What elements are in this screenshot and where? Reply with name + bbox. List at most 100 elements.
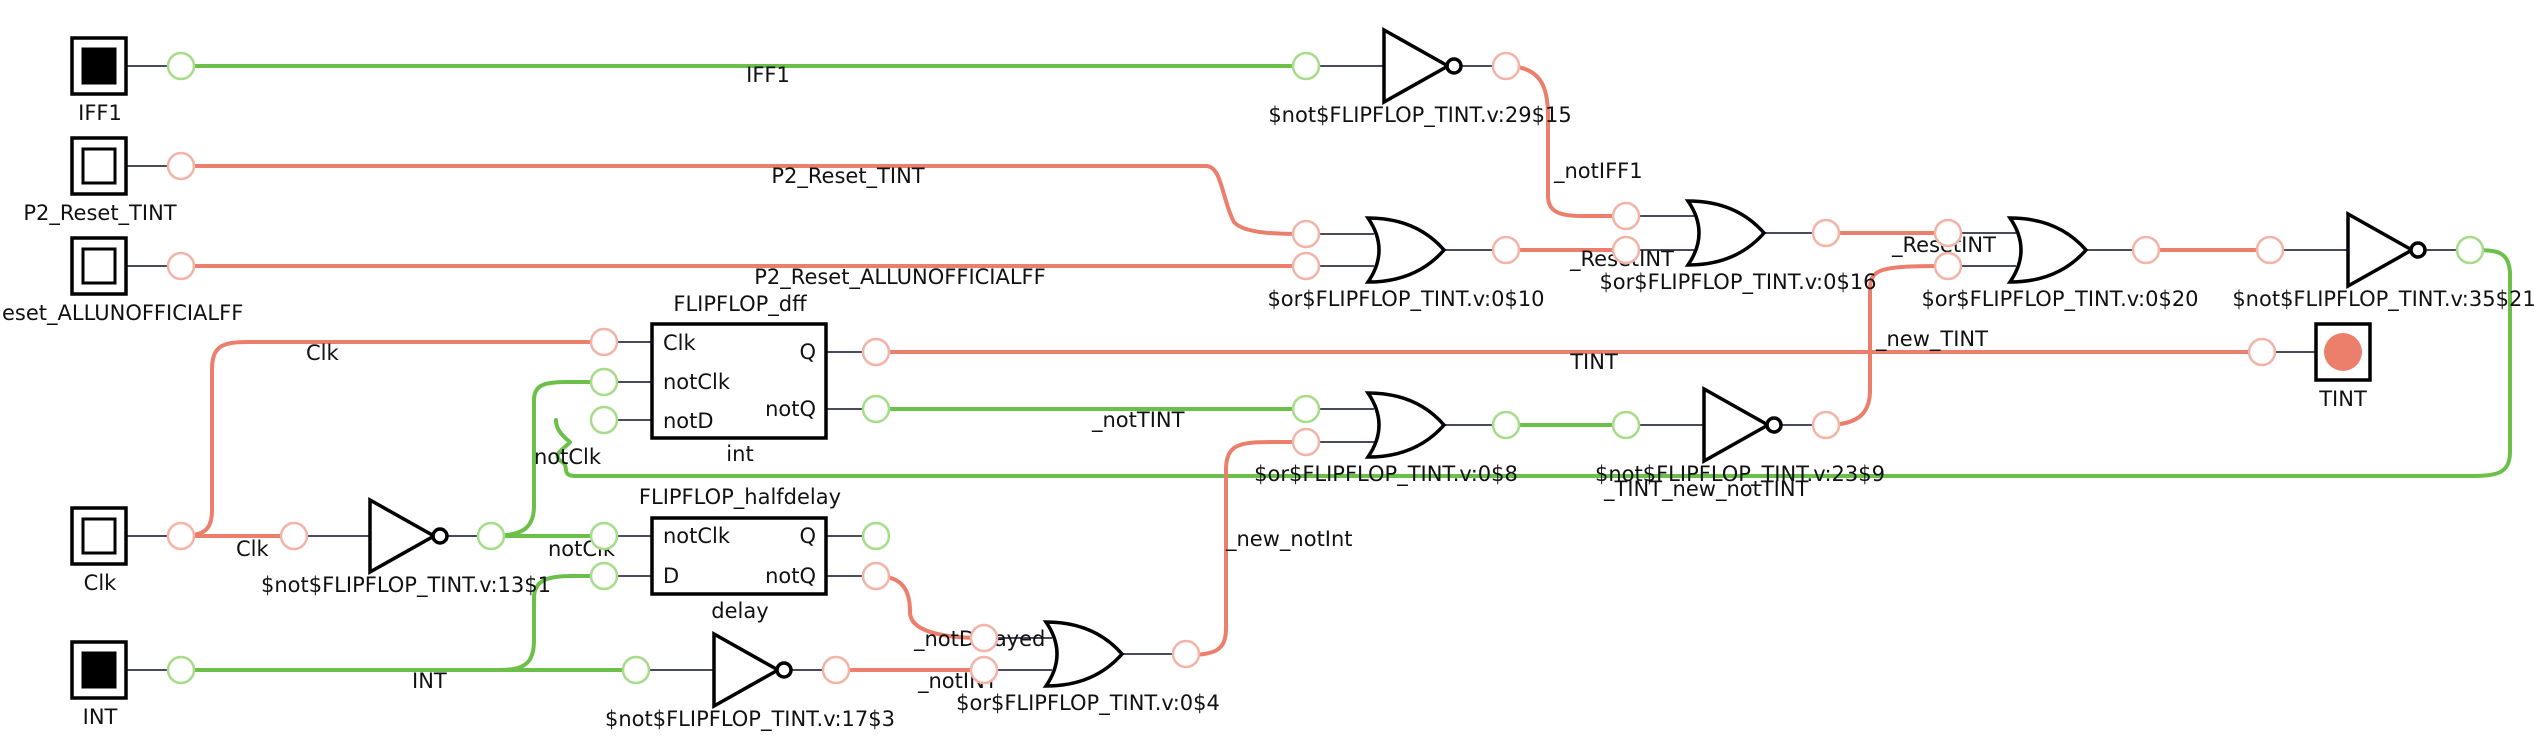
port-circle[interactable] xyxy=(1491,410,1521,440)
port-circle[interactable] xyxy=(166,655,196,685)
net-label-TINT: TINT xyxy=(1569,350,1618,374)
port-circle[interactable] xyxy=(1933,251,1963,281)
port-circle[interactable] xyxy=(166,151,196,181)
not-gate-15[interactable]: $not$FLIPFLOP_TINT.v:29$15 xyxy=(1268,27,1572,128)
port-circle[interactable] xyxy=(1811,218,1841,248)
cell-port-dff-Clk: Clk xyxy=(663,331,696,355)
wire-new_TINT[interactable] xyxy=(1824,264,1950,427)
ports xyxy=(166,51,2485,685)
port-circle[interactable] xyxy=(1611,235,1641,265)
port-circle[interactable] xyxy=(969,623,999,653)
not-gates: $not$FLIPFLOP_TINT.v:29$15 $not$FLIPFLOP… xyxy=(261,27,2536,732)
output-lamp-TINT xyxy=(2324,333,2362,371)
port-circle[interactable] xyxy=(589,327,619,357)
cell-port-halfdelay-Q: Q xyxy=(799,524,816,548)
or-gate-16[interactable]: $or$FLIPFLOP_TINT.v:0$16 xyxy=(1599,199,1877,295)
input-pin-P2_Reset_TINT[interactable]: P2_Reset_TINT xyxy=(23,136,177,226)
or-gate-10[interactable]: $or$FLIPFLOP_TINT.v:0$10 xyxy=(1267,216,1545,312)
gate-label-not3: $not$FLIPFLOP_TINT.v:17$3 xyxy=(605,707,895,732)
wires xyxy=(179,64,2512,672)
input-pins: IFF1 P2_Reset_TINT eset_ALLUNOFFICIALFF … xyxy=(2,36,243,729)
port-circle[interactable] xyxy=(1933,218,1963,248)
wire-notClk[interactable] xyxy=(489,380,606,538)
cell-title-dff: FLIPFLOP_dff xyxy=(673,292,807,317)
cell-instance-dff: int xyxy=(726,442,753,466)
input-pin-Clk[interactable]: Clk xyxy=(70,506,128,595)
gate-label-or8: $or$FLIPFLOP_TINT.v:0$8 xyxy=(1254,462,1518,487)
net-label-notIFF1: _notIFF1 xyxy=(1553,159,1643,184)
net-label-new_TINT: _new_TINT xyxy=(1875,327,1988,352)
wire-notTINT-feedback[interactable] xyxy=(554,248,2512,478)
gate-label-or16: $or$FLIPFLOP_TINT.v:0$16 xyxy=(1599,270,1876,295)
port-circle[interactable] xyxy=(589,561,619,591)
port-circle[interactable] xyxy=(2255,235,2285,265)
port-circle[interactable] xyxy=(821,655,851,685)
not-gate-21[interactable]: $not$FLIPFLOP_TINT.v:35$21 xyxy=(2232,211,2536,312)
gate-label-or10: $or$FLIPFLOP_TINT.v:0$10 xyxy=(1267,287,1544,312)
wire-new_notInt[interactable] xyxy=(1184,440,1308,657)
port-circle[interactable] xyxy=(621,655,651,685)
input-pin-INT[interactable]: INT xyxy=(70,640,128,729)
or-gate-4[interactable]: $or$FLIPFLOP_TINT.v:0$4 xyxy=(956,620,1220,716)
net-label-notTINT: _notTINT xyxy=(1091,408,1185,433)
output-label-TINT: TINT xyxy=(2318,387,2367,411)
port-circle[interactable] xyxy=(589,521,619,551)
port-circle[interactable] xyxy=(1611,201,1641,231)
net-labels: IFF1 P2_Reset_TINT P2_Reset_ALLUNOFFICIA… xyxy=(236,63,1996,694)
cell-port-halfdelay-D: D xyxy=(663,564,679,588)
port-circle[interactable] xyxy=(2455,235,2485,265)
port-circle[interactable] xyxy=(1291,394,1321,424)
port-circle[interactable] xyxy=(1491,235,1521,265)
port-circle[interactable] xyxy=(861,337,891,367)
port-circle[interactable] xyxy=(166,51,196,81)
or-gate-20[interactable]: $or$FLIPFLOP_TINT.v:0$20 xyxy=(1921,216,2199,312)
port-circle[interactable] xyxy=(2131,235,2161,265)
wire-Clk[interactable] xyxy=(179,340,606,538)
net-label-Clk: Clk xyxy=(306,341,339,365)
gate-label-or4: $or$FLIPFLOP_TINT.v:0$4 xyxy=(956,691,1220,716)
input-label-INT: INT xyxy=(83,705,118,729)
port-circle[interactable] xyxy=(476,521,506,551)
cell-FLIPFLOP_dff[interactable]: FLIPFLOP_dff Clk notClk notD Q notQ int xyxy=(650,292,828,466)
net-label-notClk: notClk xyxy=(534,445,602,469)
port-circle[interactable] xyxy=(1491,51,1521,81)
wire-notIFF1[interactable] xyxy=(1504,64,1628,218)
not-gate-1[interactable]: $not$FLIPFLOP_TINT.v:13$1 xyxy=(261,497,551,598)
not-gate-9[interactable]: $not$FLIPFLOP_TINT.v:23$9 xyxy=(1595,386,1885,487)
port-circle[interactable] xyxy=(1291,251,1321,281)
or-gate-8[interactable]: $or$FLIPFLOP_TINT.v:0$8 xyxy=(1254,391,1518,487)
output-pin-TINT: TINT xyxy=(2314,322,2372,411)
port-circle[interactable] xyxy=(1611,410,1641,440)
port-circle[interactable] xyxy=(1171,639,1201,669)
port-circle[interactable] xyxy=(861,521,891,551)
gate-label-not21: $not$FLIPFLOP_TINT.v:35$21 xyxy=(2232,287,2535,312)
gate-label-or20: $or$FLIPFLOP_TINT.v:0$20 xyxy=(1921,287,2198,312)
or-gates: $or$FLIPFLOP_TINT.v:0$10 $or$FLIPFLOP_TI… xyxy=(956,199,2199,716)
port-circle[interactable] xyxy=(1291,219,1321,249)
wire-INT-to-D[interactable] xyxy=(498,574,606,672)
input-pin-P2_Reset_ALLUNOFFICIALFF[interactable]: eset_ALLUNOFFICIALFF xyxy=(2,236,243,326)
port-circle[interactable] xyxy=(589,405,619,435)
net-label-P2_Reset_TINT: P2_Reset_TINT xyxy=(771,164,924,189)
port-circle[interactable] xyxy=(166,521,196,551)
wire-notDelayed[interactable] xyxy=(874,574,986,640)
input-label-P2_Reset_TINT: P2_Reset_TINT xyxy=(23,201,176,226)
port-circle[interactable] xyxy=(861,561,891,591)
port-circle[interactable] xyxy=(589,367,619,397)
cell-FLIPFLOP_halfdelay[interactable]: FLIPFLOP_halfdelay notClk D Q notQ delay xyxy=(639,485,841,623)
wire-P2_Reset_TINT[interactable] xyxy=(179,164,1308,236)
input-pin-IFF1[interactable]: IFF1 xyxy=(70,36,128,125)
port-circle[interactable] xyxy=(969,655,999,685)
cell-port-halfdelay-notQ: notQ xyxy=(765,564,816,588)
port-circle[interactable] xyxy=(1291,427,1321,457)
port-circle[interactable] xyxy=(861,394,891,424)
port-circle[interactable] xyxy=(2247,337,2277,367)
net-label-TINT_new_notTINT: _TINT_new_notTINT xyxy=(1603,477,1809,502)
port-circle[interactable] xyxy=(279,521,309,551)
port-circle[interactable] xyxy=(1291,51,1321,81)
port-circle[interactable] xyxy=(1811,410,1841,440)
cell-title-halfdelay: FLIPFLOP_halfdelay xyxy=(639,485,841,510)
net-label-Clk-b: Clk xyxy=(236,537,269,561)
port-circle[interactable] xyxy=(166,251,196,281)
not-gate-3[interactable]: $not$FLIPFLOP_TINT.v:17$3 xyxy=(605,631,895,732)
